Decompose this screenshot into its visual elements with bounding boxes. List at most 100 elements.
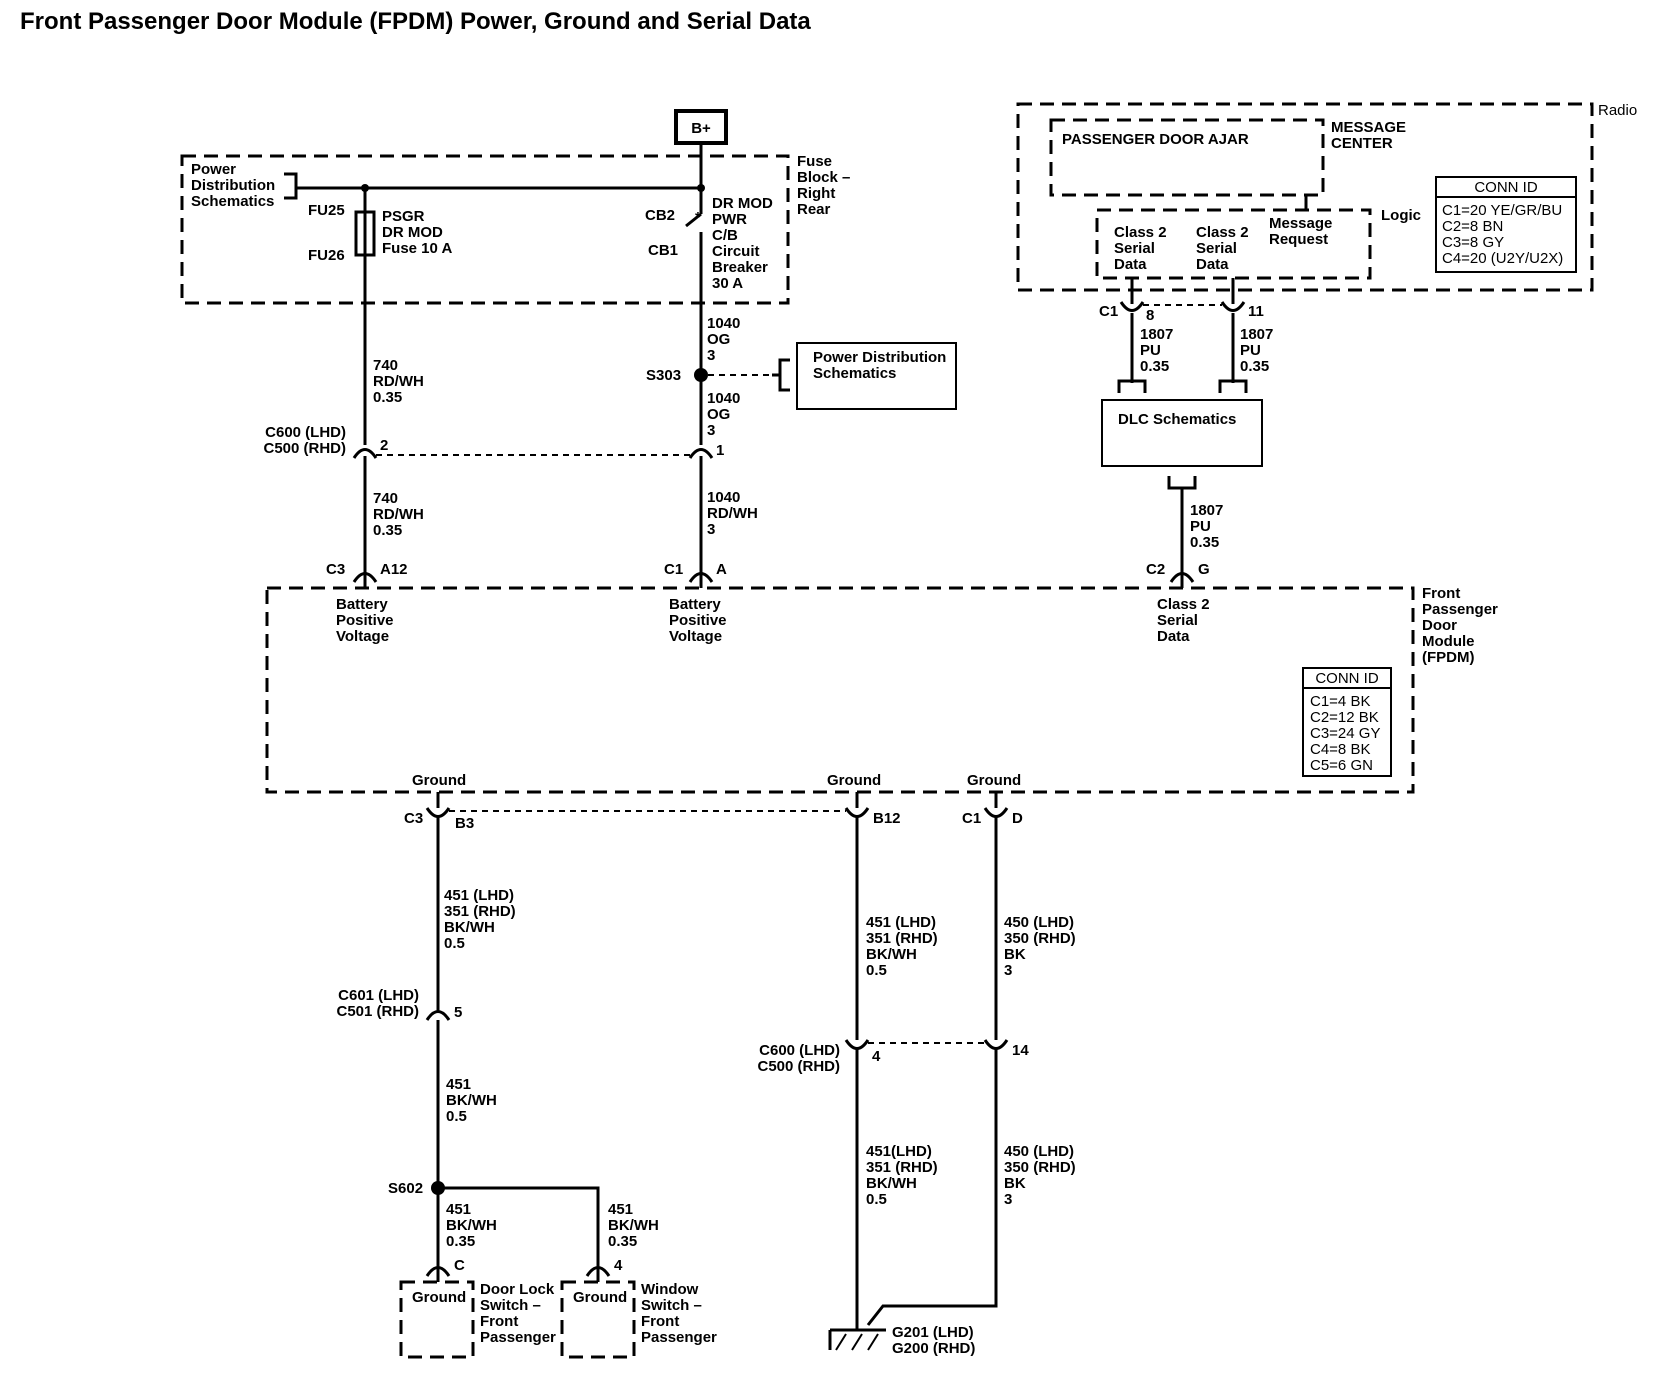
radio-outline [1016, 102, 1594, 292]
connector-c601 [425, 1010, 451, 1021]
win-switch-label: Window Switch – Front Passenger [641, 1281, 717, 1346]
fpdm-bpv-1-l3: Voltage [336, 628, 389, 645]
wire-1040-og-b-l1: 1040 [707, 390, 740, 407]
fpdm-conn-item-3: C3=24 GY [1310, 725, 1380, 742]
wire-451-4-label: 451 BK/WH 0.35 [608, 1201, 659, 1250]
fuse-block-label-l3: Right [797, 185, 835, 202]
connector-c2-g [1169, 572, 1195, 583]
wire-740-b-l3: 0.35 [373, 522, 402, 539]
wire-451-b12-l3: BK/WH [866, 946, 917, 963]
wire-450-d-l3: BK [1004, 946, 1026, 963]
wire-451-low-l2: 351 (RHD) [866, 1159, 938, 1176]
pin-c-label: C [454, 1257, 465, 1274]
c3-b3-label-c3: C3 [404, 810, 423, 827]
pin-2-label: 2 [380, 437, 388, 454]
fpdm-bpv-2-l1: Battery [669, 596, 721, 613]
wire-1807-label-a: 1807 PU 0.35 [1140, 326, 1173, 375]
wire-1040-og-b-l2: OG [707, 406, 730, 423]
fpdm-bpv-1-l1: Battery [336, 596, 388, 613]
connector-c600-top-740 [352, 448, 378, 459]
wire-451-c-l3: 0.35 [446, 1233, 475, 1250]
fpdm-class2-l2: Serial [1157, 612, 1198, 629]
c600-top-l1: C600 (LHD) [265, 424, 346, 441]
fpdm-bpv-2-l2: Positive [669, 612, 727, 629]
fuse-label: PSGR DR MOD Fuse 10 A [382, 208, 452, 257]
wire-451-low-label: 451(LHD) 351 (RHD) BK/WH 0.5 [866, 1143, 938, 1208]
cb-label: DR MOD PWR C/B Circuit Breaker 30 A [712, 195, 773, 292]
fpdm-bpv-1-l2: Positive [336, 612, 394, 629]
radio-conn-item-1: C1=20 YE/GR/BU [1442, 202, 1562, 219]
pds-label-l3: Schematics [191, 193, 274, 210]
radio-conn-item-4: C4=20 (U2Y/U2X) [1442, 250, 1563, 267]
pin-1-label: 1 [716, 442, 724, 459]
wire-1807-label-b: 1807 PU 0.35 [1240, 326, 1273, 375]
wire-451-mid-label: 451 BK/WH 0.5 [446, 1076, 497, 1125]
fpdm-bpv-2-l3: Voltage [669, 628, 722, 645]
fpdm-conn-title: CONN ID [1315, 670, 1379, 687]
wire-1807-c-l3: 0.35 [1190, 534, 1219, 551]
wire-450-low-l2: 350 (RHD) [1004, 1159, 1076, 1176]
wire-451-mid-l2: BK/WH [446, 1092, 497, 1109]
fpdm-label-l5: (FPDM) [1422, 649, 1475, 666]
fpdm-label-l3: Door [1422, 617, 1457, 634]
msg-request-l1: Message [1269, 215, 1332, 232]
wire-450-low-l3: BK [1004, 1175, 1026, 1192]
wire-451-4-l1: 451 [608, 1201, 633, 1218]
c600-low-l2: C500 (RHD) [757, 1058, 840, 1075]
connector-b12 [844, 807, 870, 818]
c601-l1: C601 (LHD) [338, 987, 419, 1004]
wire-451-4-l2: BK/WH [608, 1217, 659, 1234]
fuse-block-outline [180, 154, 790, 305]
connector-pin-4b [585, 1266, 611, 1277]
fpdm-ground-1: Ground [412, 772, 466, 789]
dlc-bracket-bottom [1167, 476, 1197, 490]
msg-request: Message Request [1269, 215, 1332, 248]
door-lock-switch-box [399, 1280, 475, 1359]
pin-5-label: 5 [454, 1004, 462, 1021]
win-switch-l2: Switch – [641, 1297, 702, 1314]
wire-451-4-l3: 0.35 [608, 1233, 637, 1250]
s602-branch [438, 1186, 600, 1268]
fpdm-bpv-1: Battery Positive Voltage [336, 596, 394, 645]
s303-bracket [778, 358, 790, 392]
wire-1807-b-l1: 1807 [1240, 326, 1273, 343]
wire-450-low-label: 450 (LHD) 350 (RHD) BK 3 [1004, 1143, 1076, 1208]
pds-bracket [284, 172, 298, 200]
connector-c600-low-4 [844, 1039, 870, 1050]
window-switch-box [560, 1280, 636, 1359]
radio-conn-title: CONN ID [1474, 179, 1538, 196]
wire-451-top-l4: 0.5 [444, 935, 465, 952]
s303-label: S303 [646, 367, 681, 384]
fuse-block-label-l2: Block – [797, 169, 850, 186]
fpdm-ground-3: Ground [967, 772, 1021, 789]
fpdm-label-l1: Front [1422, 585, 1460, 602]
fpdm-outline [265, 586, 1415, 794]
wire-450-d-l2: 350 (RHD) [1004, 930, 1076, 947]
wire-1807-c-l1: 1807 [1190, 502, 1223, 519]
class2-a-l1: Class 2 [1114, 224, 1167, 241]
fpdm-class2: Class 2 Serial Data [1157, 596, 1210, 645]
connector-c3-b3 [425, 807, 451, 818]
g-label: G [1198, 561, 1210, 578]
connector-radio-c1-8 [1119, 301, 1145, 312]
pds-box [796, 342, 957, 410]
wire-1807-label-c: 1807 PU 0.35 [1190, 502, 1223, 551]
wire-451-top-l1: 451 (LHD) [444, 887, 514, 904]
wire-740-label-a: 740 RD/WH 0.35 [373, 357, 424, 406]
class2-b-l3: Data [1196, 256, 1229, 273]
wire-451-b12-label: 451 (LHD) 351 (RHD) BK/WH 0.5 [866, 914, 938, 979]
win-switch-l1: Window [641, 1281, 699, 1298]
fu26-label: FU26 [308, 247, 345, 264]
cb-label-l2: PWR [712, 211, 747, 228]
wire-1040-og-b-l3: 3 [707, 422, 715, 439]
s303-splice [694, 368, 708, 382]
dlc-label: DLC Schematics [1118, 411, 1236, 428]
wire-451-b12-l2: 351 (RHD) [866, 930, 938, 947]
wire-740-a-l3: 0.35 [373, 389, 402, 406]
wire-451-mid-l3: 0.5 [446, 1108, 467, 1125]
msg-center-l1: MESSAGE [1331, 119, 1406, 136]
connector-c3-a12 [352, 572, 378, 583]
wire-451-top-l3: BK/WH [444, 919, 495, 936]
a-label: A [716, 561, 727, 578]
